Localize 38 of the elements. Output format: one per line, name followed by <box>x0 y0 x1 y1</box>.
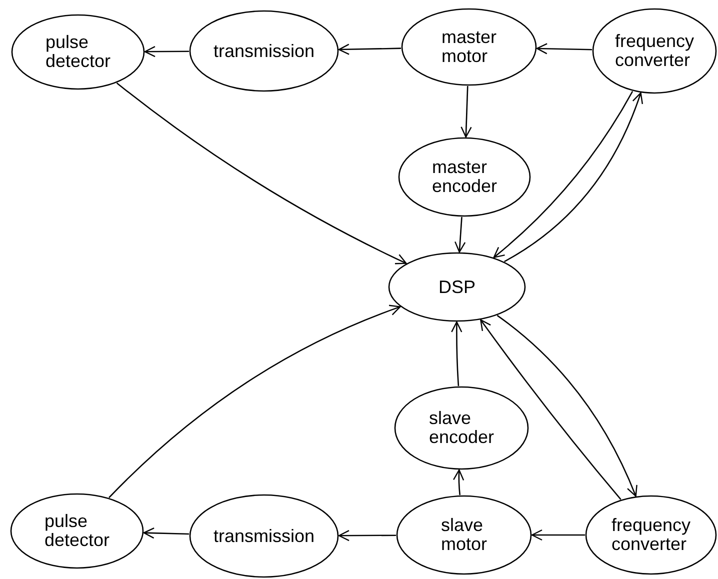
process-ellipse <box>11 14 145 90</box>
arrow <box>480 319 622 500</box>
arrow <box>116 82 407 264</box>
process-ellipse <box>585 495 717 575</box>
process-ellipse <box>189 10 339 92</box>
arrow <box>454 216 466 253</box>
arrow <box>338 44 402 55</box>
arrow <box>453 469 464 496</box>
arrow <box>496 314 638 497</box>
arrow <box>536 43 592 54</box>
arrow <box>143 527 190 539</box>
node-label: frequency converter <box>614 32 694 70</box>
process-ellipse <box>394 386 529 470</box>
arrow <box>493 90 634 258</box>
arrow <box>451 321 462 386</box>
process-ellipse <box>189 494 339 578</box>
node-label: slave motor <box>440 516 487 554</box>
node-label: slave encoder <box>428 409 494 447</box>
arrow <box>144 46 189 58</box>
node-label: transmission <box>213 42 315 60</box>
process-ellipse <box>398 137 531 217</box>
process-ellipse <box>10 493 144 569</box>
arrow <box>460 86 472 138</box>
arrow <box>338 530 396 542</box>
process-ellipse <box>396 495 532 575</box>
node-label: pulse detector <box>45 33 111 71</box>
node-label: DSP <box>438 278 476 296</box>
node-label: master encoder <box>432 158 498 196</box>
process-ellipse <box>388 252 526 322</box>
node-label: pulse detector <box>44 512 110 550</box>
arrow <box>531 529 585 541</box>
node-label: frequency converter <box>611 516 691 554</box>
process-ellipse <box>401 8 537 86</box>
node-label: transmission <box>213 526 315 546</box>
arrow <box>504 92 643 262</box>
arrow <box>108 305 401 498</box>
node-label: master motor <box>441 28 496 66</box>
process-ellipse <box>592 8 717 94</box>
